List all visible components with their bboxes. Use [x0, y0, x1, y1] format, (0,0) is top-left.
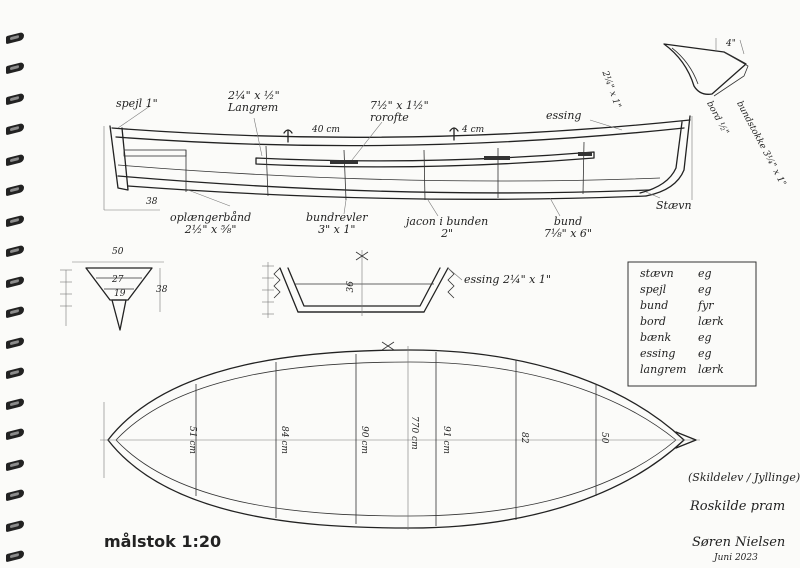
- label-bundrevler: bundrevler 3" x 1": [306, 211, 368, 236]
- label-four-inch: 4": [726, 39, 736, 49]
- label-oplaengerband: oplængerbånd 2½" x ⅝": [170, 211, 252, 236]
- transom-drawing: [60, 261, 164, 331]
- label-stavn: Stævn: [656, 199, 692, 212]
- stem-detail-drawing: [663, 38, 749, 97]
- signature-name: Søren Nielsen: [692, 535, 786, 550]
- transom-height: 38: [156, 285, 168, 295]
- station-label: 91 cm: [441, 426, 451, 454]
- station-label: 84 cm: [279, 426, 289, 454]
- label-spacing-right: 4 cm: [462, 125, 485, 135]
- title-subtitle: (Skildelev / Jyllinge): [688, 471, 800, 484]
- section-height: 36: [346, 280, 357, 293]
- mat-wood: eg: [698, 331, 712, 344]
- mat-part: spejl: [640, 283, 667, 296]
- length-label: 770 cm: [409, 416, 419, 450]
- label-langrem: 2¼" x ½" Langrem: [228, 89, 280, 114]
- transom-mid-width: 27: [112, 275, 124, 285]
- label-spacing-left: 40 cm: [312, 125, 340, 135]
- plan-view-drawing: [100, 341, 700, 530]
- mat-wood: eg: [698, 347, 712, 360]
- signature-date: Juni 2023: [714, 553, 758, 563]
- station-label: 51 cm: [187, 426, 197, 454]
- mat-part: bænk: [640, 331, 672, 344]
- title-name: Roskilde pram: [690, 499, 786, 514]
- mat-part: bord: [640, 315, 666, 328]
- mat-wood: lærk: [698, 315, 724, 328]
- mat-wood: eg: [698, 267, 712, 280]
- label-jacon: jacon i bunden 2": [406, 215, 489, 240]
- profile-drawing: [103, 105, 693, 217]
- mat-part: stævn: [640, 267, 674, 280]
- mat-part: langrem: [640, 363, 687, 376]
- section-essing: essing 2¼" x 1": [464, 273, 551, 286]
- label-bund: bund 7⅛" x 6": [544, 215, 592, 240]
- station-label: 82: [519, 432, 529, 444]
- transom-top-width: 50: [112, 247, 124, 257]
- materials-box: [627, 261, 757, 387]
- label-spejl: spejl 1": [116, 97, 158, 110]
- label-essing: essing: [546, 109, 582, 122]
- mat-part: bund: [640, 299, 669, 312]
- station-label: 50: [599, 432, 609, 444]
- label-dim-38: 38: [146, 197, 158, 207]
- mat-wood: fyr: [698, 299, 714, 312]
- midship-section-drawing: [262, 250, 463, 318]
- station-label: 90 cm: [359, 426, 369, 454]
- mat-wood: eg: [698, 283, 712, 296]
- transom-low-width: 19: [114, 289, 126, 299]
- mat-wood: lærk: [698, 363, 724, 376]
- mat-part: essing: [640, 347, 676, 360]
- label-rorofte: 7½" x 1½" rorofte: [370, 99, 429, 124]
- scale-label: målstok 1:20: [104, 532, 222, 551]
